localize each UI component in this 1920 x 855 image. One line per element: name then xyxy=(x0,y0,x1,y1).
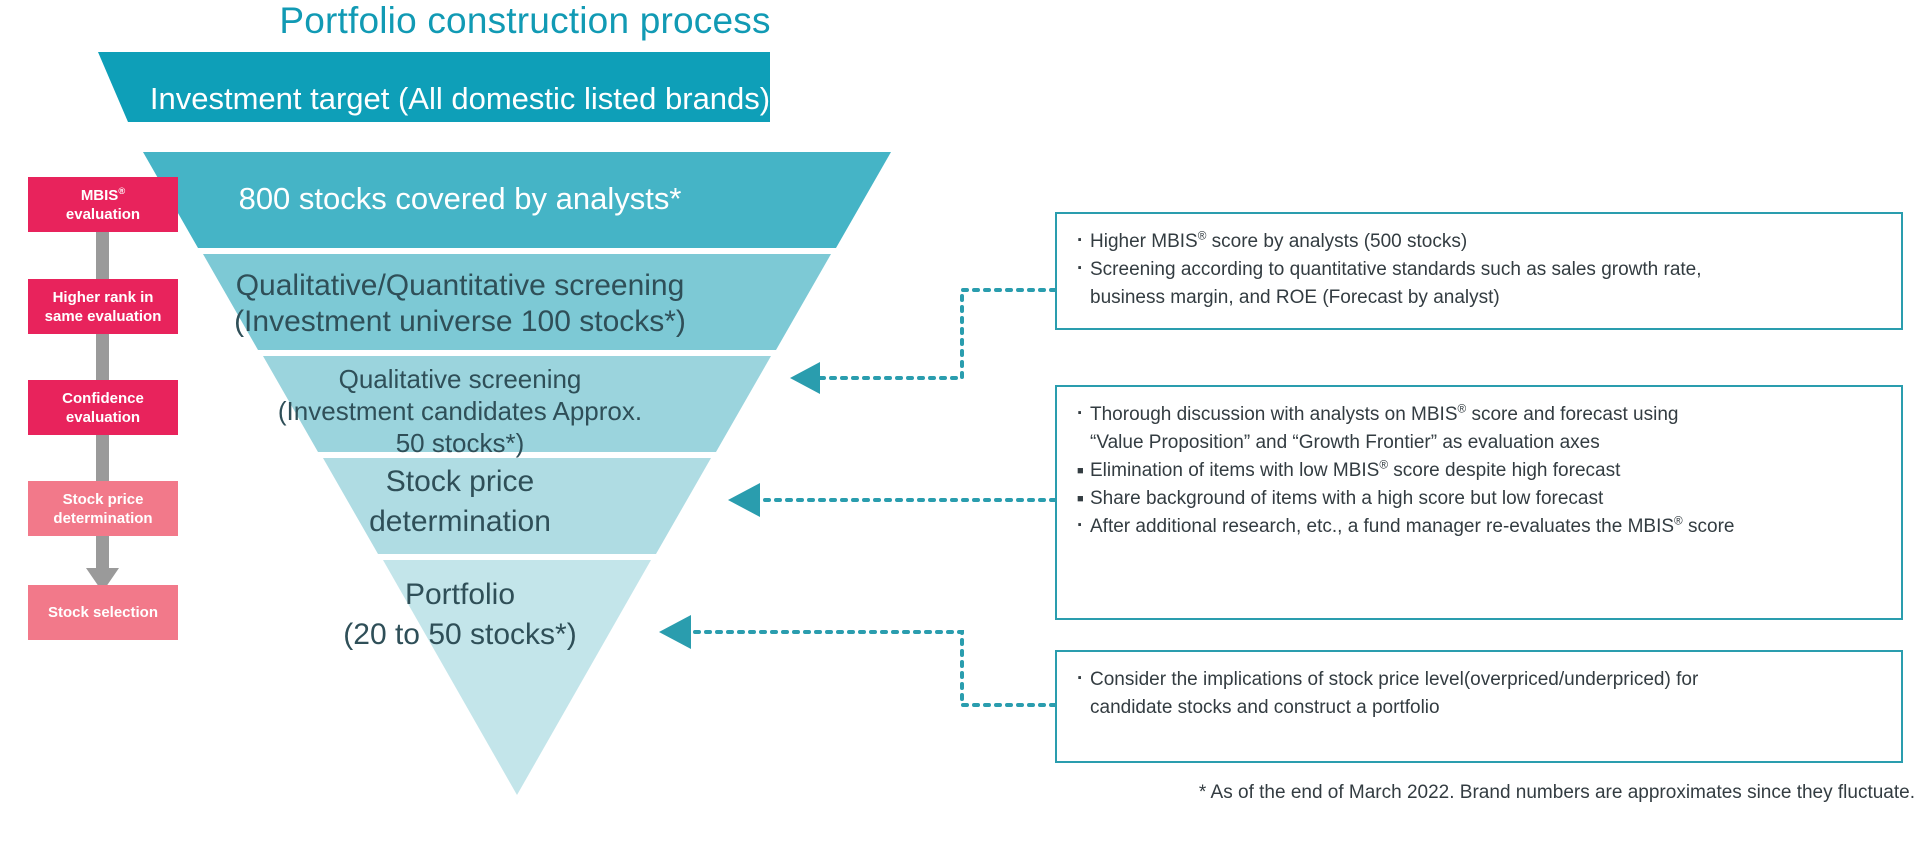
callout-box-screening: Higher MBIS® score by analysts (500 stoc… xyxy=(1055,212,1903,330)
connector-arrowhead-2 xyxy=(728,483,760,517)
callout-line: Screening according to quantitative stan… xyxy=(1075,255,1883,284)
callout-box-discussion: Thorough discussion with analysts on MBI… xyxy=(1055,385,1903,620)
callout-line: After additional research, etc., a fund … xyxy=(1075,512,1883,541)
connector-arrowhead-1 xyxy=(790,362,820,394)
funnel-banner-shape xyxy=(98,52,770,122)
connector-line-3 xyxy=(686,630,1057,707)
callout-line: Higher MBIS® score by analysts (500 stoc… xyxy=(1075,227,1883,256)
funnel-graphic xyxy=(98,52,891,795)
callout-line: Share background of items with a high sc… xyxy=(1075,485,1883,513)
funnel-layer-1-shape xyxy=(143,152,891,248)
page-title: Portfolio construction process xyxy=(279,0,771,41)
callout-line: Elimination of items with low MBIS® scor… xyxy=(1075,457,1883,485)
funnel-layer-4-shape xyxy=(323,458,711,554)
stage-chip-stock-selection[interactable]: Stock selection xyxy=(28,585,178,640)
stage-chip-mbis-evaluation[interactable]: MBIS®evaluation xyxy=(28,177,178,232)
callout-line: candidate stocks and construct a portfol… xyxy=(1090,697,1440,718)
funnel-layer-2-shape xyxy=(203,254,831,350)
callout-line: Thorough discussion with analysts on MBI… xyxy=(1075,400,1883,429)
connector-line-1 xyxy=(815,288,1057,380)
callout-line: “Value Proposition” and “Growth Frontier… xyxy=(1090,432,1600,453)
connector-arrowhead-3 xyxy=(659,615,691,649)
callout-line: business margin, and ROE (Forecast by an… xyxy=(1090,287,1500,308)
callout-line: Consider the implications of stock price… xyxy=(1075,665,1883,694)
footnote: * As of the end of March 2022. Brand num… xyxy=(1198,782,1915,803)
funnel-layer-3-shape xyxy=(263,356,771,452)
funnel-layer-5-shape xyxy=(383,560,651,795)
callout-box-portfolio: Consider the implications of stock price… xyxy=(1055,650,1903,763)
